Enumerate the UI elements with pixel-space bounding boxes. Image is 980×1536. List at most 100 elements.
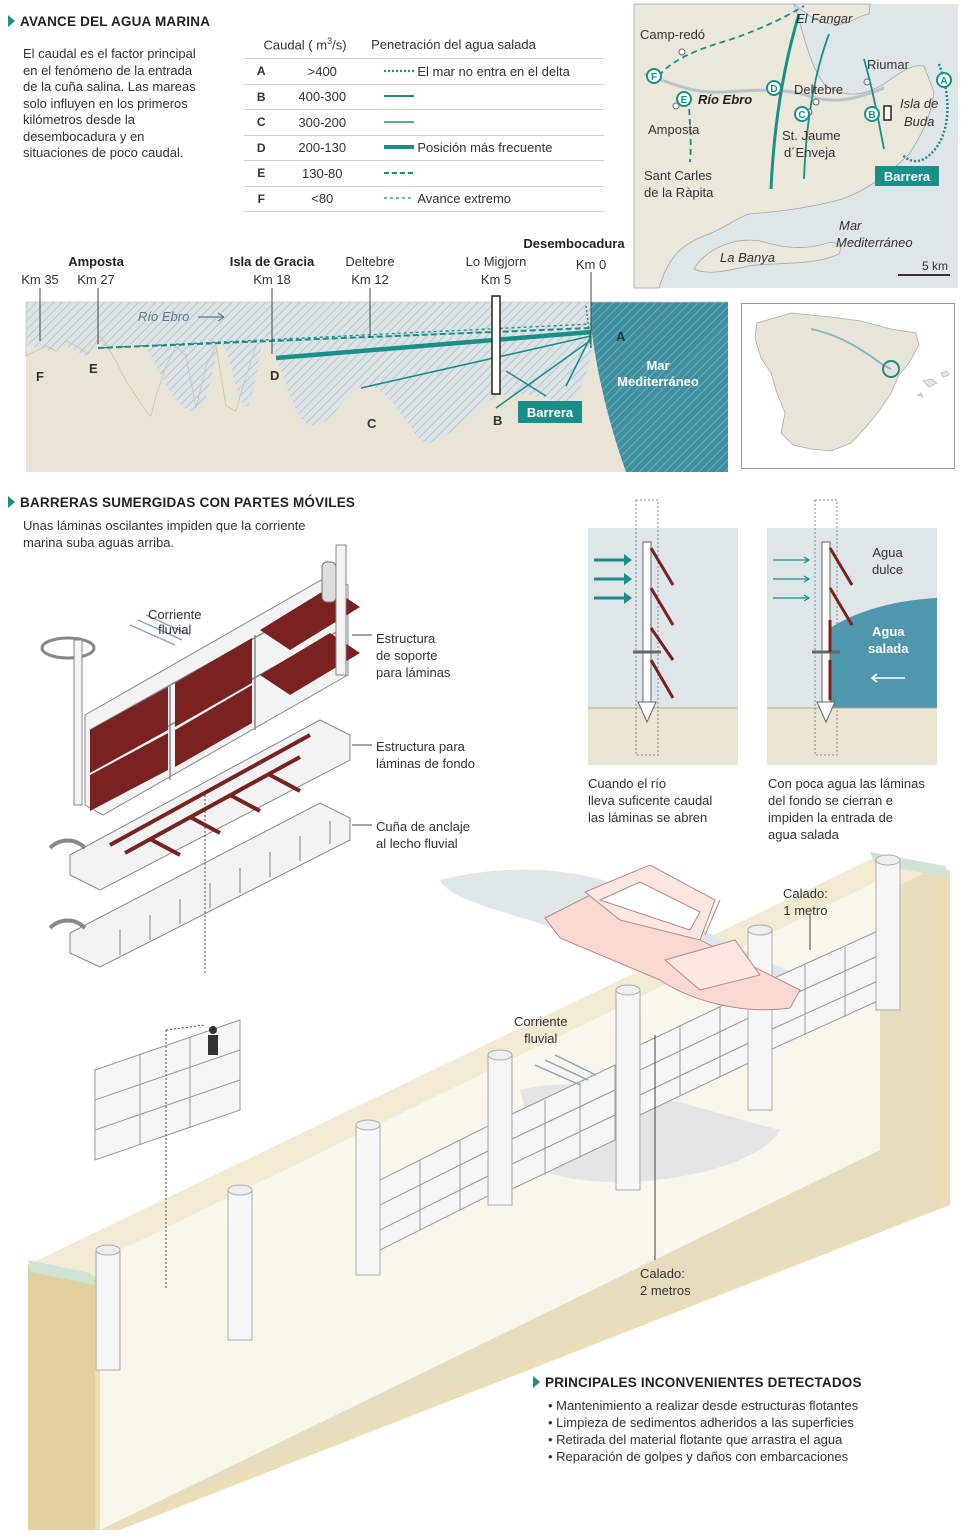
table-header-row: Caudal ( m3/s) Penetración del agua sala…	[244, 30, 604, 59]
intro-line: Unas láminas oscilantes impiden que la c…	[23, 518, 306, 533]
map-label-mediterraneo: Mediterráneo	[836, 235, 913, 250]
list-item: • Limpieza de sedimentos adheridos a las…	[548, 1415, 854, 1430]
arrow-left-icon	[870, 673, 905, 683]
penetracion-header: Penetración del agua salada	[366, 30, 604, 59]
profile-line-b	[495, 339, 592, 409]
section-title-inconvenientes: PRINCIPALES INCONVENIENTES DETECTADOS	[533, 1375, 862, 1390]
anchor-ribs	[119, 821, 331, 955]
svg-text:F: F	[651, 72, 657, 83]
label-line: 2 metros	[640, 1283, 691, 1298]
caption-line: lleva suficente caudal	[588, 793, 713, 808]
label-line: de soporte	[376, 648, 438, 663]
label-km5: Km 5	[481, 272, 511, 287]
label-deltebre: Deltebre	[345, 254, 394, 269]
label-amposta: Amposta	[68, 254, 124, 269]
map-la-banya	[693, 239, 841, 273]
label-line: salada	[868, 641, 909, 656]
corriente-fluvial-label: Corriente fluvial	[148, 607, 201, 637]
row-text: Avance extremo	[417, 186, 604, 212]
person-icon	[208, 1026, 218, 1055]
label-cuna-anclaje: Cuña de anclaje al lecho fluvial	[376, 818, 470, 852]
intro-line: solo influyen en los primeros	[23, 95, 188, 111]
town-dot	[678, 48, 686, 56]
barrier-anchor	[637, 701, 657, 724]
lamina-open	[649, 587, 675, 626]
pile	[615, 984, 641, 1191]
caption-line: impiden la entrada de	[768, 810, 894, 825]
profile-letter-a: A	[616, 329, 626, 344]
svg-text:A: A	[940, 76, 947, 87]
installation-scene	[28, 852, 950, 1530]
line-sample-dotted	[366, 58, 418, 85]
row-letter: A	[244, 58, 279, 85]
label-line: láminas de fondo	[376, 756, 476, 771]
profile-letter-e: E	[89, 361, 98, 376]
label-line: fluvial	[158, 622, 192, 637]
profile-line-a	[565, 335, 592, 387]
caption-open: Cuando el río lleva suficente caudal las…	[588, 775, 712, 826]
profile-barrera-pointer	[505, 370, 547, 397]
town-dot	[863, 78, 871, 86]
barrier-anchor	[816, 701, 836, 724]
label-line: 1 metro	[783, 903, 828, 918]
profile-letter-f: F	[36, 369, 44, 384]
section-title-avance: AVANCE DEL AGUA MARINA	[8, 14, 210, 29]
row-caudal: 300-200	[278, 109, 367, 136]
label-calado-2: Calado: 2 metros	[640, 1265, 691, 1299]
lamina-open	[828, 547, 854, 586]
row-caudal: 400-300	[278, 84, 367, 110]
anchor-hook	[48, 918, 87, 930]
label-line: Agua	[872, 545, 903, 560]
pile	[227, 1184, 253, 1341]
map-label-mar: Mar	[839, 218, 862, 233]
support-structure	[40, 544, 360, 816]
map-marker-b: B	[864, 106, 880, 122]
lamina-open	[649, 547, 675, 586]
boat-deck	[663, 939, 761, 991]
row-caudal: >400	[278, 58, 367, 85]
spain-delta-highlight	[882, 360, 900, 378]
line-sample-fine-dash	[366, 186, 418, 212]
intro-text: El caudal es el factor principal en el f…	[23, 46, 238, 162]
row-caudal: 200-130	[278, 135, 367, 161]
barrier-module	[94, 1019, 241, 1161]
river-profile: Barrera Río Ebro Mar Mediterráneo A B C …	[21, 236, 728, 472]
current-arrows	[129, 614, 191, 646]
row-letter: F	[244, 186, 279, 212]
line-sample-thin	[366, 84, 418, 110]
map-label-la-banya: La Banya	[720, 250, 775, 265]
map-label-isla-de: Isla de	[900, 96, 938, 111]
triangle-bullet-icon	[8, 15, 15, 27]
map-label-rio-ebro: Río Ebro	[698, 92, 752, 107]
caption-line: agua salada	[768, 827, 839, 842]
support-post	[335, 544, 347, 676]
section-title-barreras: BARRERAS SUMERGIDAS CON PARTES MÓVILES	[8, 495, 355, 510]
row-caudal: <80	[278, 186, 367, 212]
map-line-c	[803, 33, 830, 180]
spain-land	[754, 312, 920, 452]
profile-line-a-dot	[585, 305, 592, 349]
label-km27: Km 27	[77, 272, 115, 287]
label-line: dulce	[872, 562, 904, 577]
table-row: D 200-130 Posición más frecuente	[244, 135, 604, 161]
label-lo-migjorn: Lo Migjorn	[466, 254, 527, 269]
map-barrera-marker	[883, 105, 892, 121]
map-label-deltebre: Deltebre	[794, 82, 843, 97]
line-sample-dashed	[366, 160, 418, 187]
table-row: E 130-80	[244, 160, 604, 187]
profile-barrera-marker	[491, 295, 501, 395]
profile-barrera-label: Barrera	[527, 405, 574, 420]
label-line: al lecho fluvial	[376, 836, 458, 851]
section2-intro: Unas láminas oscilantes impiden que la c…	[23, 518, 306, 551]
profile-letter-b: B	[493, 413, 502, 428]
profile-mediterraneo-label: Mediterráneo	[617, 374, 699, 389]
lamina-open	[649, 627, 675, 661]
boat-windows	[598, 881, 701, 931]
profile-sea	[591, 302, 728, 472]
lamina	[175, 685, 252, 767]
intro-line: en el fenómeno de la entrada	[23, 62, 193, 78]
intro-line: El caudal es el factor principal	[23, 46, 196, 61]
map-river	[643, 72, 885, 102]
line-sample-thick	[366, 135, 418, 161]
label-leaders	[352, 634, 372, 826]
